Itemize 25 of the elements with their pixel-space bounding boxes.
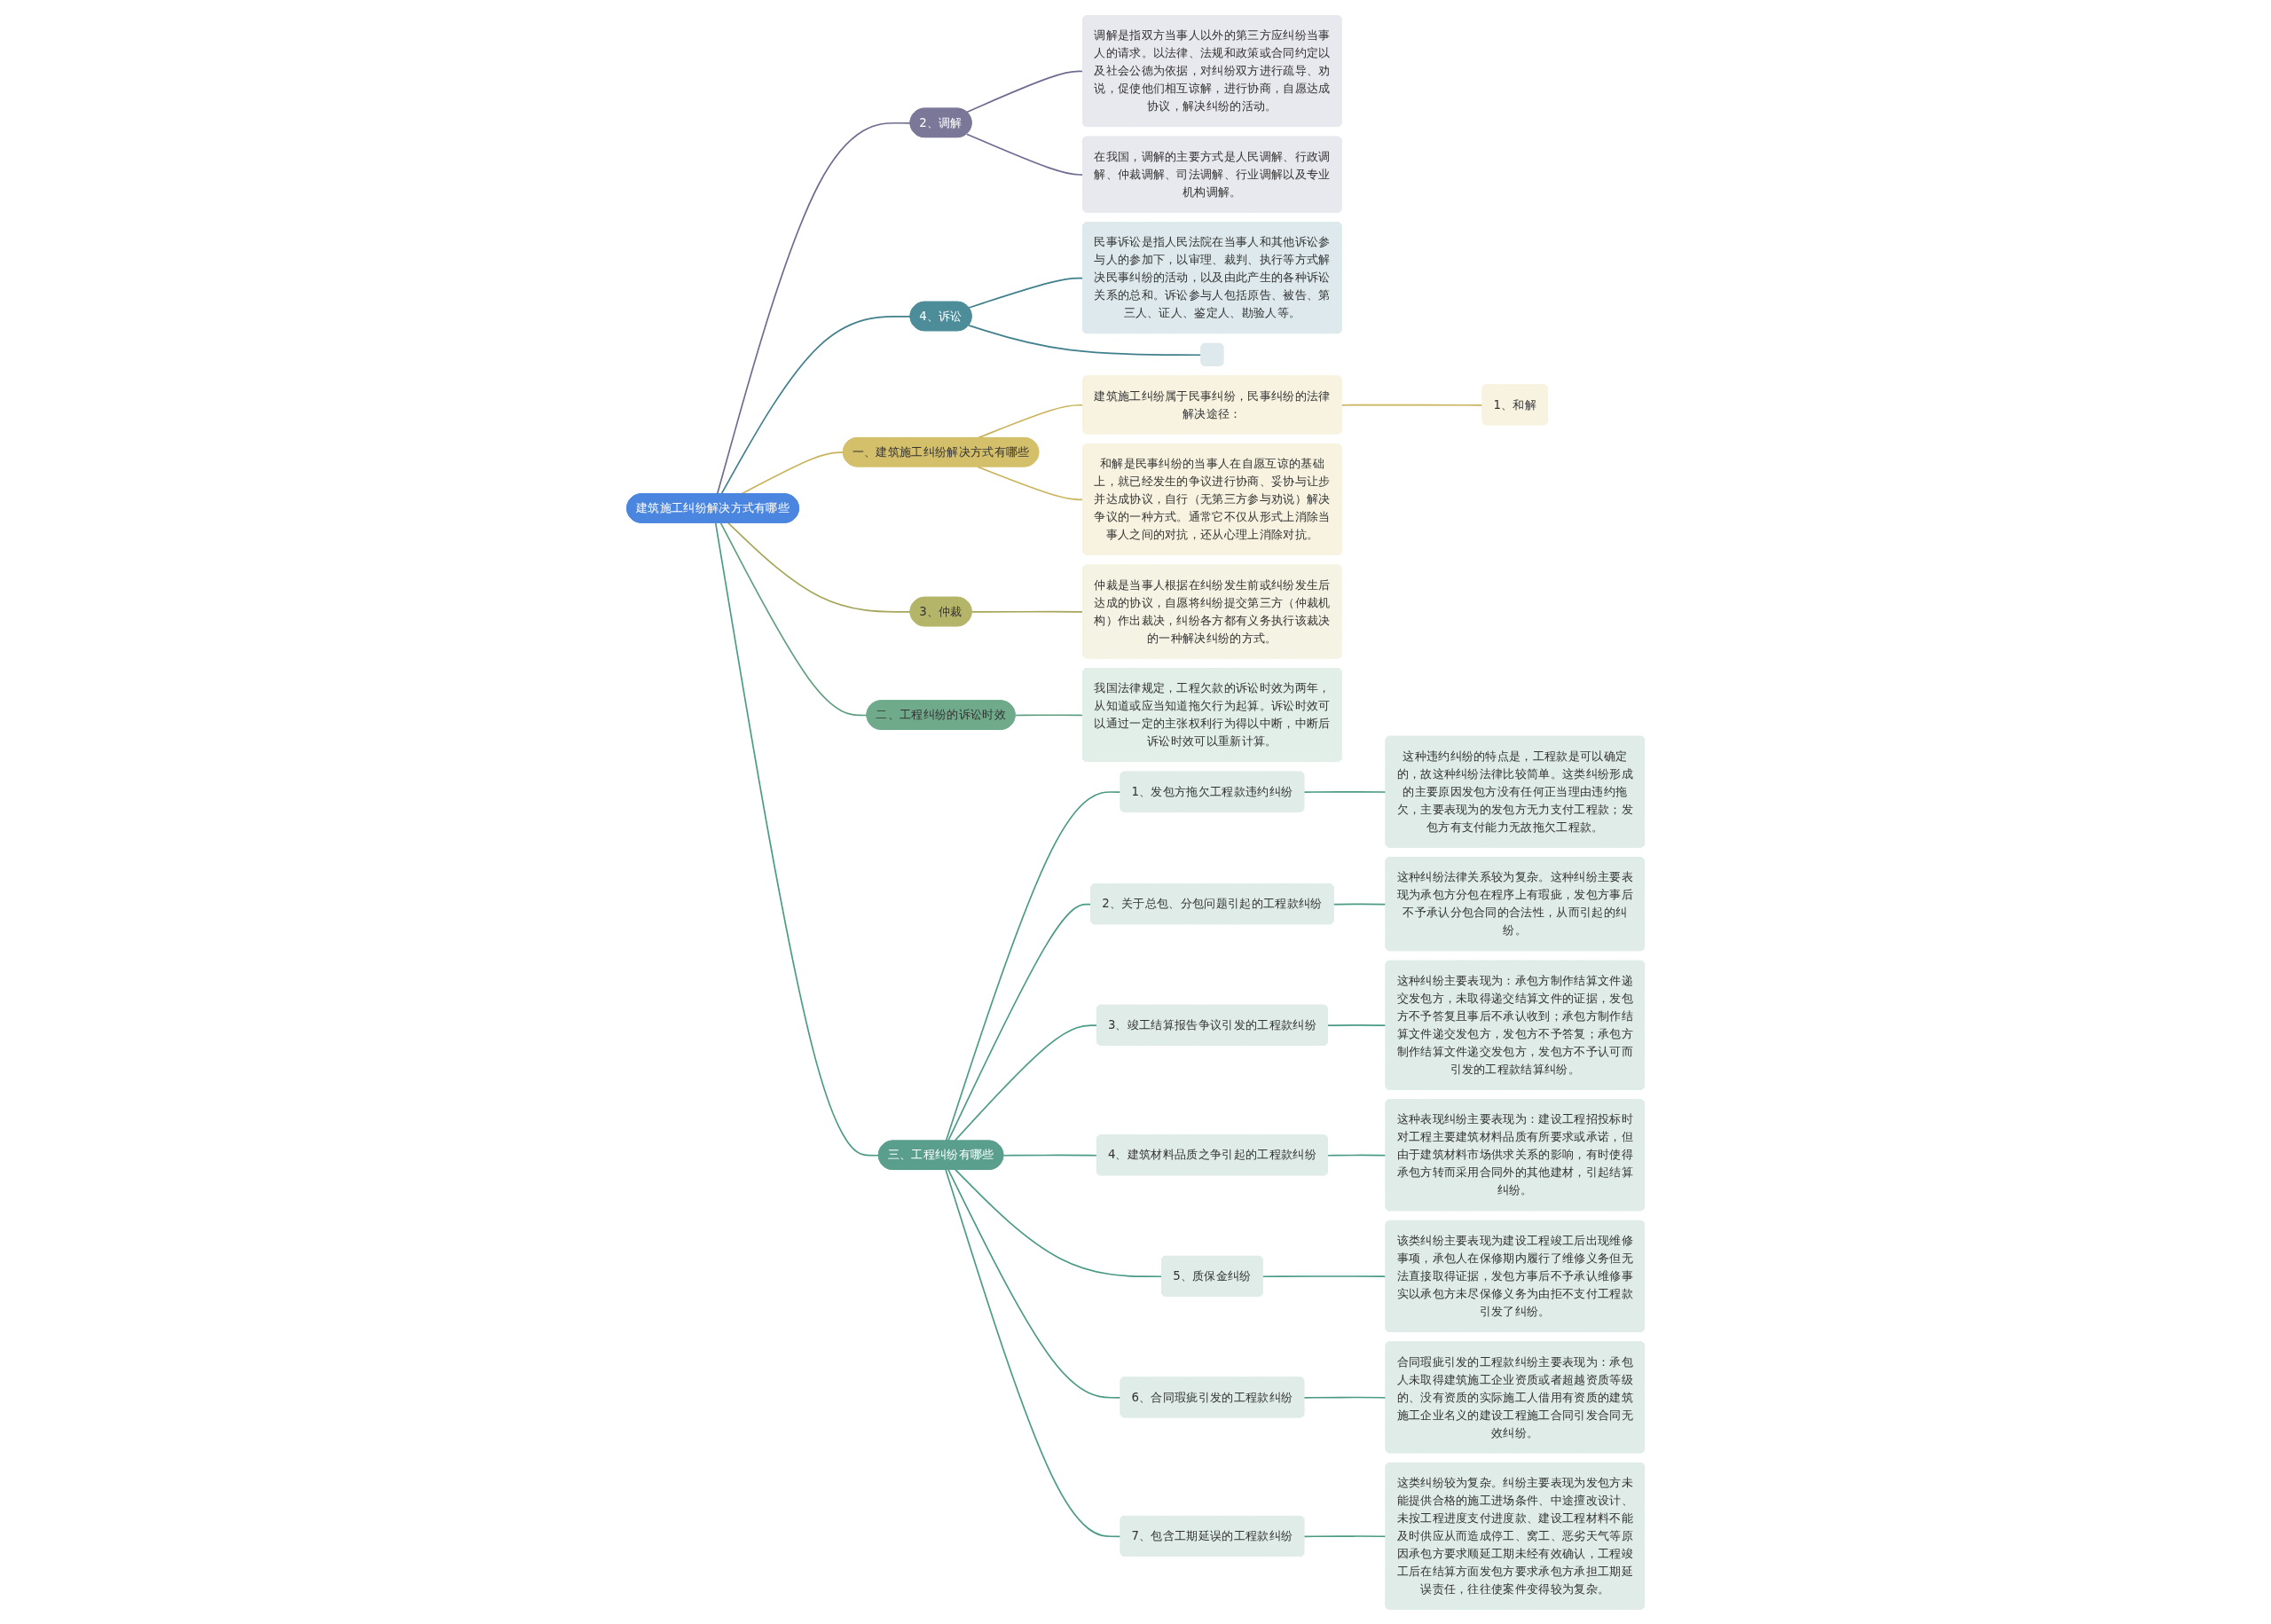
connector bbox=[720, 315, 912, 495]
connector bbox=[1014, 713, 1084, 716]
connector bbox=[955, 1168, 1163, 1277]
connector bbox=[977, 466, 1084, 500]
connector bbox=[970, 610, 1084, 613]
connector bbox=[1303, 1534, 1387, 1537]
connector bbox=[965, 70, 1084, 113]
connector bbox=[945, 790, 1122, 1142]
connector bbox=[1261, 1275, 1387, 1277]
connector bbox=[1326, 1154, 1387, 1157]
connector bbox=[719, 522, 868, 716]
connector bbox=[716, 122, 912, 495]
connector bbox=[727, 522, 912, 613]
connector bbox=[1303, 1396, 1387, 1399]
connector bbox=[1326, 1024, 1387, 1026]
connector bbox=[714, 522, 880, 1157]
connector bbox=[965, 132, 1084, 176]
connector bbox=[954, 1024, 1098, 1142]
connector bbox=[947, 1168, 1122, 1399]
connector bbox=[968, 277, 1084, 309]
connector bbox=[1303, 790, 1387, 793]
connector bbox=[947, 903, 1092, 1142]
connector bbox=[1332, 903, 1387, 905]
connector bbox=[1002, 1154, 1098, 1157]
connector bbox=[945, 1168, 1122, 1537]
